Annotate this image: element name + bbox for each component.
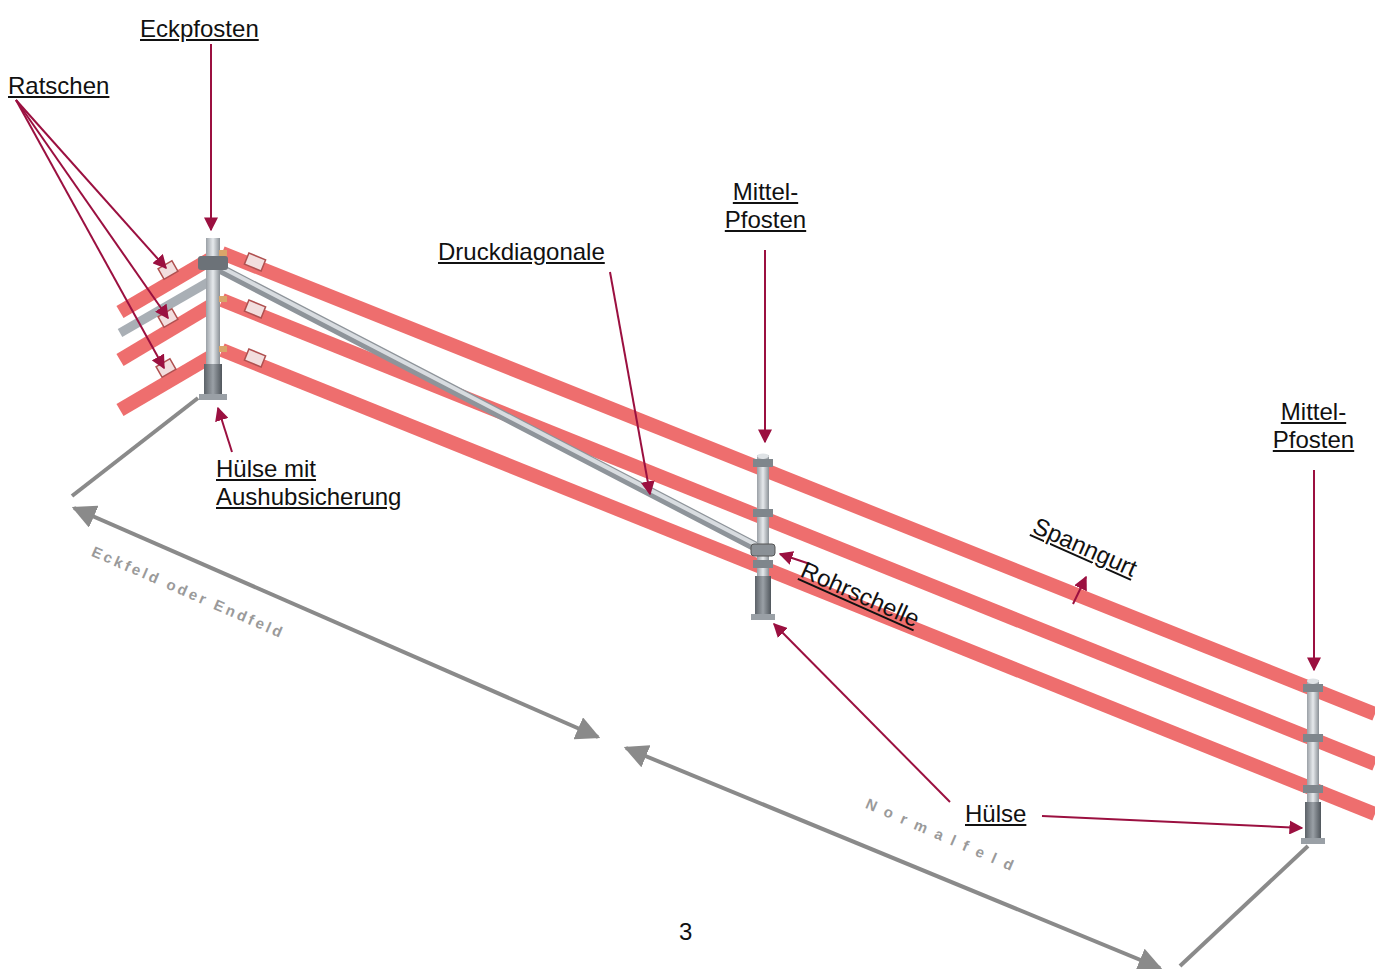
part-label: Mittel- Pfosten [1266,398,1361,454]
part-label: Eckpfosten [140,15,259,43]
part-label: Mittel- Pfosten [718,178,813,234]
part-label: Ratschen [8,72,109,100]
part-label: Hülse mit Aushubsicherung [216,455,421,511]
page-number: 3 [679,918,692,946]
dimension-label: Eckfeld oder Endfeld [87,538,290,647]
part-label: Druckdiagonale [438,238,605,266]
part-label: Spanngurt [1029,512,1142,583]
part-label: Hülse [965,800,1026,828]
